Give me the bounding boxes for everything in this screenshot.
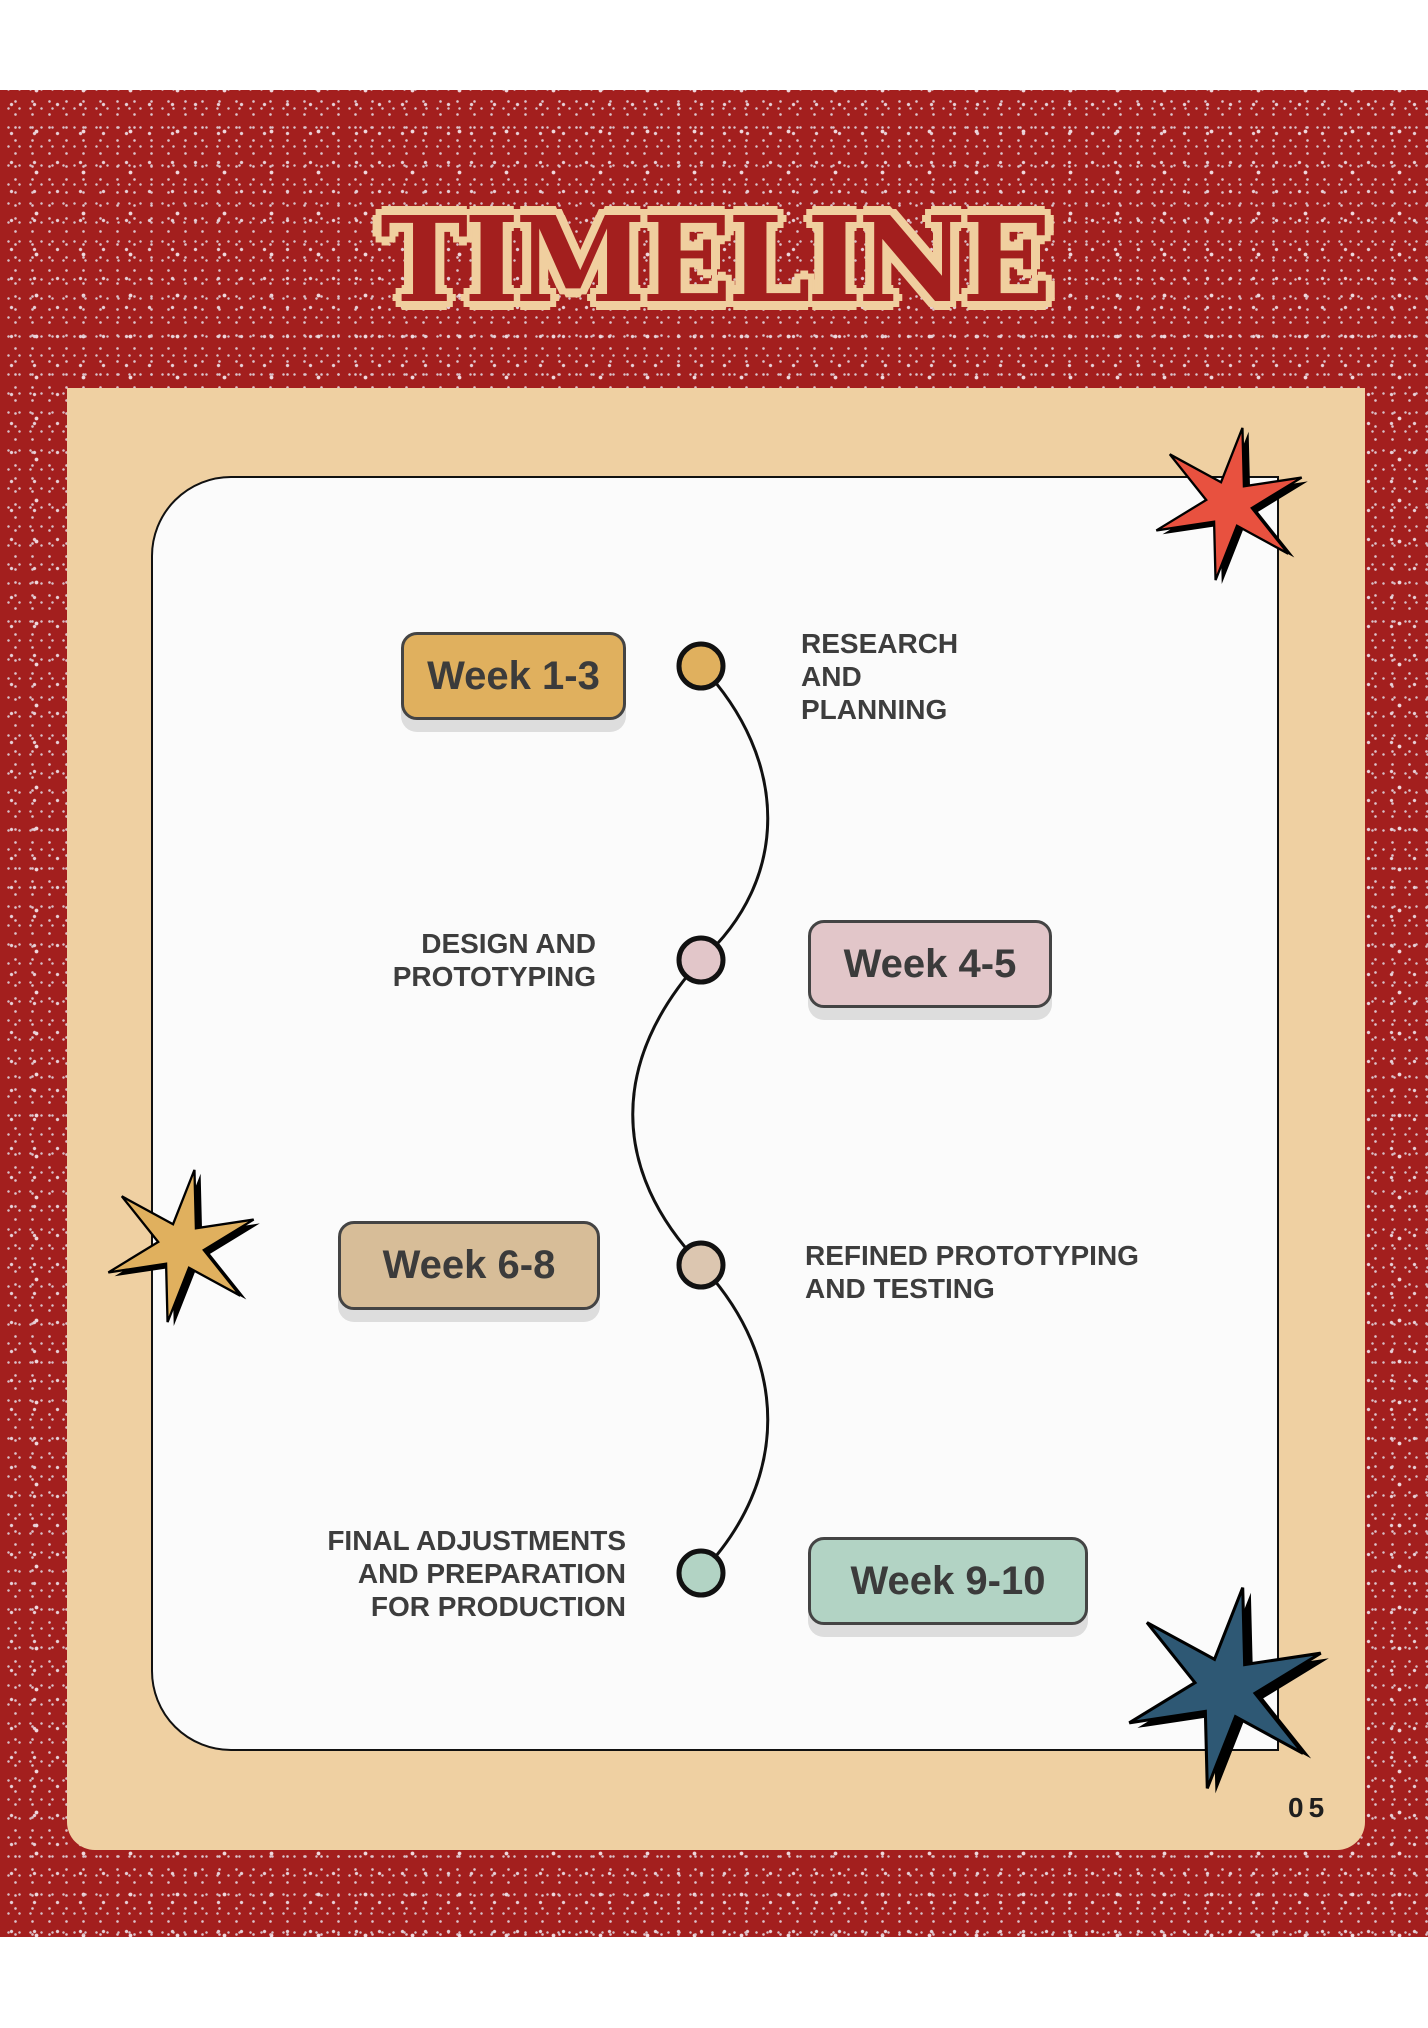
milestone-label-3: REFINED PROTOTYPING AND TESTING xyxy=(805,1240,1139,1304)
week-badge-1: Week 1-3 xyxy=(401,632,626,720)
timeline-node-4 xyxy=(676,1548,726,1598)
page-number: 05 xyxy=(1288,1792,1330,1823)
blue-star-icon xyxy=(1128,1587,1329,1794)
timeline-node-1 xyxy=(676,641,726,691)
page-title: TIMELINE xyxy=(380,190,1052,329)
milestone-label-1: RESEARCH AND PLANNING xyxy=(801,628,959,725)
yellow-star-icon xyxy=(107,1169,260,1326)
red-star-icon xyxy=(1155,427,1308,584)
week-badge-4: Week 9-10 xyxy=(808,1537,1088,1625)
milestone-label-4: FINAL ADJUSTMENTS AND PREPARATION FOR PR… xyxy=(327,1525,626,1622)
timeline-node-2 xyxy=(676,935,726,985)
week-badge-2: Week 4-5 xyxy=(808,920,1052,1008)
week-badge-3: Week 6-8 xyxy=(338,1221,600,1310)
milestone-label-2: DESIGN AND PROTOTYPING xyxy=(392,928,596,992)
timeline-card xyxy=(151,476,1279,1751)
timeline-node-3 xyxy=(676,1240,726,1290)
